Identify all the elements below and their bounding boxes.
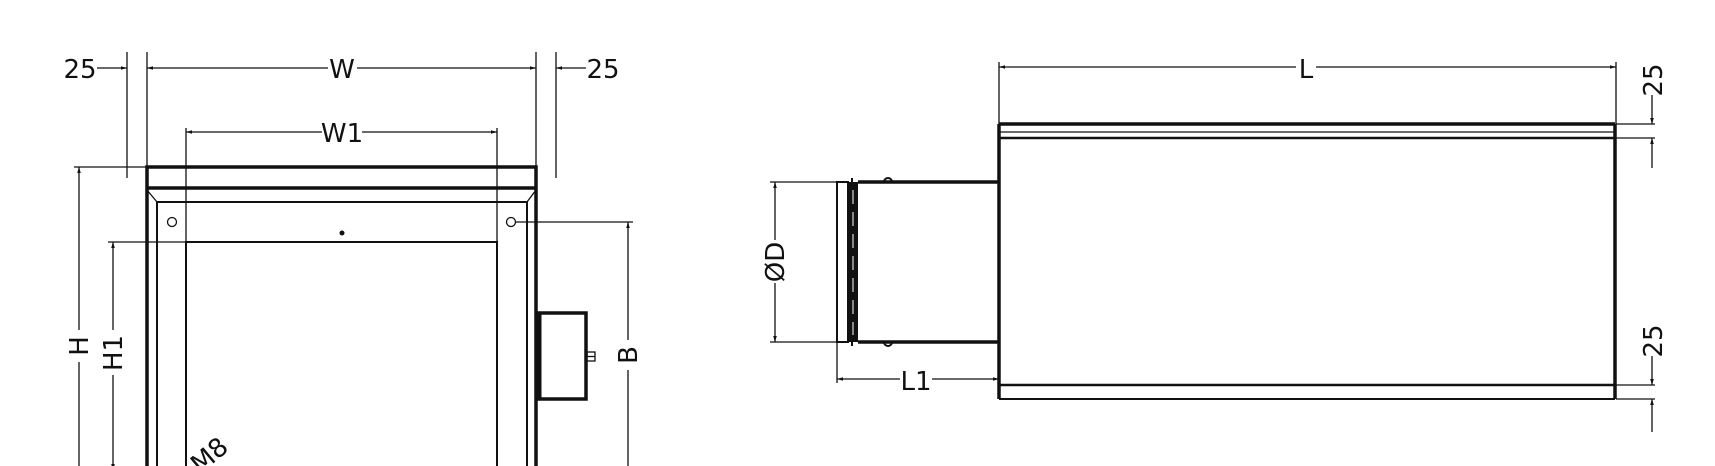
label-h1: H1 <box>99 335 129 371</box>
label-left-margin: 25 <box>63 55 96 85</box>
dimension-bottom-margin: 25 <box>1616 324 1669 432</box>
side-view: L ØD L1 25 <box>761 55 1669 432</box>
label-top-margin: 25 <box>1639 63 1669 96</box>
dimension-diameter: ØD <box>761 181 837 343</box>
dimension-h1: H1 <box>99 241 186 466</box>
label-b: B <box>614 346 644 364</box>
mounting-hole-tr <box>505 216 517 228</box>
callout-m8: M8 <box>185 432 234 466</box>
dimension-l: L <box>998 55 1617 124</box>
label-l: L <box>1299 55 1314 85</box>
front-view: W 25 25 W1 H H1 <box>63 52 644 466</box>
grille-window <box>185 241 498 466</box>
label-right-margin: 25 <box>586 55 619 85</box>
bevel-frame <box>156 201 528 466</box>
label-l1: L1 <box>900 367 931 397</box>
spigot <box>836 177 999 347</box>
label-bottom-margin: 25 <box>1639 324 1669 357</box>
dimension-top-margin: 25 <box>1616 63 1669 168</box>
label-diameter: ØD <box>761 242 791 283</box>
dimension-h: H <box>65 166 147 466</box>
label-h: H <box>65 336 95 356</box>
center-dot <box>339 230 345 236</box>
label-m8: M8 <box>185 432 234 466</box>
dimension-w: W 25 25 <box>63 52 620 178</box>
label-w1: W1 <box>321 119 363 149</box>
dimension-l1: L1 <box>836 342 999 397</box>
dimension-w1: W1 <box>185 119 498 242</box>
mounting-hole-tl <box>166 216 178 228</box>
label-w: W <box>329 55 355 85</box>
dimension-b: B <box>516 221 644 466</box>
housing-outline <box>145 165 538 466</box>
actuator-box <box>536 311 588 401</box>
